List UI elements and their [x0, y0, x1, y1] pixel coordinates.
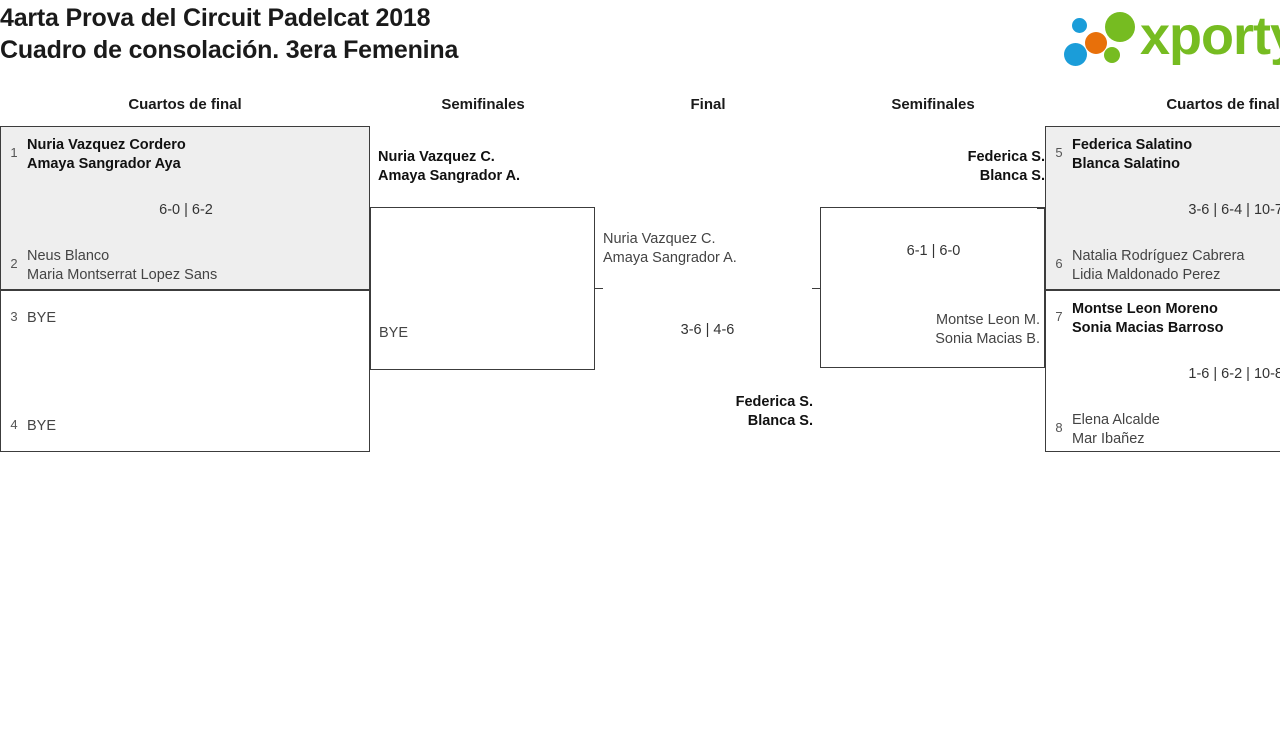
- match-slot-left-sf-bottom[interactable]: BYE: [371, 322, 594, 343]
- seed-number: 3: [10, 309, 18, 324]
- match-score: 3-6 | 6-4 | 10-7: [1188, 202, 1280, 218]
- seed-number: 5: [1055, 145, 1063, 160]
- column-header-left-quarterfinals: Cuartos de final: [128, 96, 242, 113]
- match-slot-seed-1[interactable]: 1 Nuria Vazquez Cordero Amaya Sangrador …: [1, 134, 369, 174]
- title-line-1: 4arta Prova del Circuit Padelcat 2018: [0, 4, 431, 32]
- match-box-left-semifinal[interactable]: BYE: [370, 207, 595, 370]
- match-slot-seed-7[interactable]: 7 Montse Leon Moreno Sonia Macias Barros…: [1046, 298, 1280, 338]
- page-title: 4arta Prova del Circuit Padelcat 2018 Cu…: [0, 2, 458, 66]
- team-name: BYE: [27, 418, 57, 434]
- final-score: 3-6 | 4-6: [680, 322, 735, 338]
- team-name: Natalia Rodríguez Cabrera Lidia Maldonad…: [1072, 248, 1245, 283]
- match-score: 6-0 | 6-2: [159, 202, 213, 218]
- logo-dot-green-large-icon: [1105, 12, 1135, 42]
- match-slot-seed-5[interactable]: 5 Federica Salatino Blanca Salatino: [1046, 134, 1280, 174]
- seed-number: 2: [10, 256, 18, 271]
- team-name: Federica Salatino Blanca Salatino: [1072, 137, 1193, 172]
- match-box-right-qf-1[interactable]: 5 Federica Salatino Blanca Salatino 3-6 …: [1045, 126, 1280, 290]
- connector-right-qf1: [1037, 208, 1045, 209]
- match-slot-seed-8[interactable]: 8 Elena Alcalde Mar Ibañez: [1046, 409, 1280, 449]
- logo-dot-blue-large-icon: [1064, 43, 1087, 66]
- team-name: BYE: [379, 325, 409, 341]
- final-top-team: Nuria Vazquez C. Amaya Sangrador A.: [603, 231, 737, 266]
- team-name: Neus Blanco Maria Montserrat Lopez Sans: [27, 248, 218, 283]
- column-header-right-semifinals: Semifinales: [891, 96, 975, 113]
- match-slot-seed-3[interactable]: 3 BYE: [1, 307, 369, 328]
- team-name: Nuria Vazquez Cordero Amaya Sangrador Ay…: [27, 137, 186, 172]
- seed-number: 6: [1055, 256, 1063, 271]
- match-slot-seed-6[interactable]: 6 Natalia Rodríguez Cabrera Lidia Maldon…: [1046, 245, 1280, 285]
- right-semifinal-bottom-team: Montse Leon M. Sonia Macias B.: [935, 312, 1040, 347]
- right-semifinal-top-team: Federica S. Blanca S.: [967, 149, 1045, 184]
- match-score: 1-6 | 6-2 | 10-8: [1188, 366, 1280, 382]
- logo-dot-orange-icon: [1085, 32, 1107, 54]
- left-semifinal-top-team: Nuria Vazquez C. Amaya Sangrador A.: [378, 149, 521, 184]
- logo-wordmark: xporty: [1140, 6, 1280, 66]
- match-slot-seed-4[interactable]: 4 BYE: [1, 415, 369, 436]
- match-score: 6-1 | 6-0: [906, 243, 961, 259]
- column-header-right-quarterfinals: Cuartos de final: [1166, 96, 1280, 113]
- match-slot-seed-2[interactable]: 2 Neus Blanco Maria Montserrat Lopez San…: [1, 245, 369, 285]
- column-header-final: Final: [690, 96, 726, 113]
- seed-number: 1: [10, 145, 18, 160]
- xporty-logo[interactable]: xporty: [1048, 4, 1280, 70]
- logo-dot-blue-small-icon: [1072, 18, 1087, 33]
- connector-right-sf: [812, 288, 820, 289]
- team-name: BYE: [27, 310, 57, 326]
- match-box-right-qf-2[interactable]: 7 Montse Leon Moreno Sonia Macias Barros…: [1045, 290, 1280, 452]
- column-header-left-semifinals: Semifinales: [441, 96, 525, 113]
- logo-dot-green-small-icon: [1104, 47, 1120, 63]
- final-bottom-team: Federica S. Blanca S.: [735, 394, 813, 429]
- logo-dots-icon: [1060, 10, 1138, 66]
- match-box-left-qf-2[interactable]: 3 BYE 4 BYE: [0, 290, 370, 452]
- team-name: Elena Alcalde Mar Ibañez: [1072, 412, 1160, 447]
- seed-number: 7: [1055, 309, 1063, 324]
- connector-left-sf: [595, 288, 603, 289]
- seed-number: 8: [1055, 420, 1063, 435]
- seed-number: 4: [10, 417, 18, 432]
- match-box-left-qf-1[interactable]: 1 Nuria Vazquez Cordero Amaya Sangrador …: [0, 126, 370, 290]
- match-box-right-semifinal[interactable]: 6-1 | 6-0 Montse Leon M. Sonia Macias B.: [820, 207, 1045, 368]
- team-name: Montse Leon Moreno Sonia Macias Barroso: [1072, 301, 1224, 336]
- title-line-2: Cuadro de consolación. 3era Femenina: [0, 36, 459, 64]
